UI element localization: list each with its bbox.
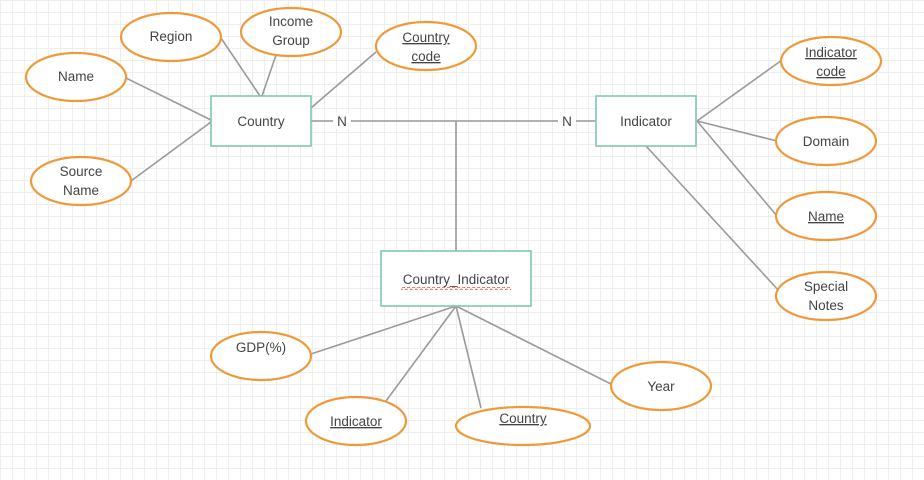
attribute-label-line1: Special — [804, 279, 848, 294]
connector-indicator-special-notes — [645, 145, 781, 293]
connector-ci-indicator — [385, 305, 457, 402]
entity-label: Country — [237, 114, 285, 129]
attribute-ci-country[interactable]: Country — [454, 405, 592, 447]
connector-region-country — [220, 37, 261, 97]
attribute-label-line2: Name — [63, 183, 99, 198]
attribute-key-label: Indicator — [330, 414, 382, 429]
entity-label: Country_Indicator — [403, 272, 510, 287]
attribute-indicator-code[interactable]: Indicator code — [779, 35, 883, 87]
connectors — [125, 37, 783, 409]
attribute-year[interactable]: Year — [609, 360, 713, 412]
attribute-domain[interactable]: Domain — [774, 115, 878, 167]
entity-indicator[interactable]: Indicator — [595, 95, 697, 147]
cardinality-indicator: N — [558, 113, 576, 129]
attribute-label: Region — [150, 29, 193, 44]
connector-indicator-code — [696, 59, 783, 122]
attribute-income-group[interactable]: Income Group — [239, 6, 343, 58]
attribute-label: Year — [647, 379, 675, 394]
connector-ci-country — [455, 305, 482, 409]
attribute-special-notes[interactable]: Special Notes — [774, 270, 878, 322]
attribute-key-label: Country — [499, 411, 547, 426]
attribute-label: Domain — [803, 134, 850, 149]
attribute-label-line1: Income — [269, 14, 313, 29]
attribute-key-label-line2: code — [411, 49, 440, 64]
connector-source-name-country — [130, 121, 212, 182]
entity-label: Indicator — [620, 114, 672, 129]
attribute-gdp[interactable]: GDP(%) — [209, 330, 313, 382]
attribute-key-label: Name — [808, 209, 844, 224]
attribute-country-code[interactable]: Country code — [374, 20, 478, 72]
connector-indicator-domain — [696, 120, 778, 142]
attribute-label-line2: Notes — [808, 298, 844, 313]
cardinality-label: N — [337, 114, 347, 129]
connector-ci-gdp — [310, 305, 457, 355]
attribute-region[interactable]: Region — [119, 11, 223, 63]
attribute-key-label-line1: Country — [402, 30, 450, 45]
attribute-name[interactable]: Name — [24, 51, 128, 103]
entity-country[interactable]: Country — [210, 95, 312, 147]
spellcheck-underline — [401, 287, 511, 290]
attribute-label: GDP(%) — [236, 340, 286, 355]
attribute-indicator-name[interactable]: Name — [774, 190, 878, 242]
cardinality-label: N — [562, 114, 572, 129]
connector-income-group-country — [261, 54, 277, 97]
attribute-source-name[interactable]: Source Name — [29, 155, 133, 207]
attribute-label-line1: Source — [60, 164, 103, 179]
attribute-label: Name — [58, 69, 94, 84]
connector-indicator-name — [696, 120, 778, 217]
entity-country-indicator[interactable]: Country_Indicator — [380, 250, 532, 307]
connector-name-country — [125, 77, 212, 121]
attribute-key-label-line1: Indicator — [805, 45, 857, 60]
cardinality-country: N — [333, 113, 351, 129]
attribute-label-line2: Group — [272, 33, 310, 48]
attribute-ci-indicator[interactable]: Indicator — [304, 395, 408, 447]
attribute-key-label-line2: code — [816, 64, 845, 79]
connector-ci-year — [455, 305, 612, 385]
